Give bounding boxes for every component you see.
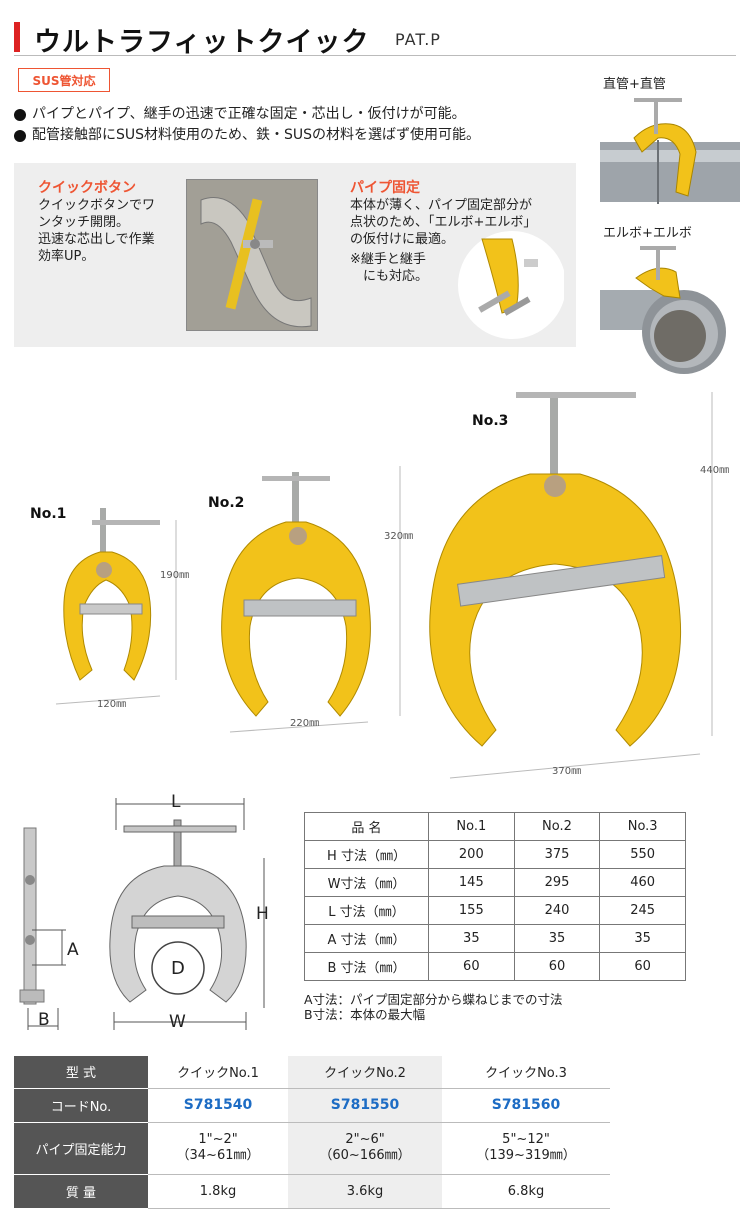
spec-header-row: 品 名 No.1 No.2 No.3 xyxy=(304,812,686,841)
dim-label-h: H xyxy=(256,904,269,924)
row-header: パイプ固定能力 xyxy=(14,1122,148,1175)
table-row: H 寸法（㎜） 200 375 550 xyxy=(304,840,686,869)
table-cell: 145 xyxy=(428,868,515,897)
table-cell: 550 xyxy=(599,840,686,869)
dim-label-b: B xyxy=(38,1010,50,1030)
weight-cell: 6.8kg xyxy=(442,1174,610,1209)
clamp-no2 xyxy=(221,472,371,717)
spec-header-cell: No.2 xyxy=(513,812,601,841)
table-row: W寸法（㎜） 145 295 460 xyxy=(304,868,686,897)
no2-width-dim: 220㎜ xyxy=(290,718,320,729)
elbow-photo xyxy=(600,242,740,380)
no1-width-dim: 120㎜ xyxy=(97,699,127,710)
pipe-fix-heading: パイプ固定 xyxy=(350,180,420,196)
title-accent-bar xyxy=(14,22,20,52)
code-cell: S781540 xyxy=(148,1088,289,1123)
row-label: H 寸法（㎜） xyxy=(304,840,429,869)
row-label: L 寸法（㎜） xyxy=(304,896,429,925)
straight-pipe-label: 直管+直管 xyxy=(603,77,666,92)
row-label: B 寸法（㎜） xyxy=(304,952,429,981)
model-no2-label: No.2 xyxy=(208,495,245,511)
quick-button-photo xyxy=(186,179,318,331)
table-cell: 60 xyxy=(428,952,515,981)
weight-row: 質 量 1.8kg 3.6kg 6.8kg xyxy=(14,1174,610,1209)
dim-label-d: D xyxy=(171,958,185,979)
model-no1-label: No.1 xyxy=(30,506,67,522)
no1-height-dim: 190㎜ xyxy=(160,570,190,581)
table-cell: 245 xyxy=(599,896,686,925)
straight-pipe-photo xyxy=(600,92,740,210)
no3-height-dim: 440㎜ xyxy=(700,465,730,476)
row-label: W寸法（㎜） xyxy=(304,868,429,897)
dimension-notes: A寸法：パイプ固定部分から蝶ねじまでの寸法 B寸法：本体の最大幅 xyxy=(304,992,563,1022)
clamp-no1 xyxy=(63,508,160,681)
bullet-dot-icon xyxy=(14,129,26,142)
capacity-cell: 2"~6"（60~166㎜） xyxy=(288,1122,443,1175)
table-row: B 寸法（㎜） 60 60 60 xyxy=(304,952,686,981)
weight-cell: 1.8kg xyxy=(148,1174,289,1209)
table-row: A 寸法（㎜） 35 35 35 xyxy=(304,924,686,953)
dimension-lines xyxy=(55,392,713,779)
table-cell: 460 xyxy=(599,868,686,897)
bullet-item: 配管接触部にSUS材料使用のため、鉄・SUSの材料を選ばず使用可能。 xyxy=(14,125,480,146)
feature-box: クイックボタン クイックボタンでワ ンタッチ開閉。 迅速な芯出しで作業 効率UP… xyxy=(14,163,576,347)
model-no3-label: No.3 xyxy=(472,413,509,429)
code-cell: S781550 xyxy=(288,1088,443,1123)
table-cell: 240 xyxy=(513,896,601,925)
dimension-diagram xyxy=(19,798,265,1030)
page-title: ウルトラフィットクイック xyxy=(34,27,370,58)
patent-label: PAT.P xyxy=(395,30,441,49)
spec-header-cell: No.1 xyxy=(428,812,515,841)
table-cell: 375 xyxy=(513,840,601,869)
pipe-fix-photo xyxy=(454,229,566,341)
front-view xyxy=(109,798,265,1030)
type-cell: クイックNo.3 xyxy=(442,1056,610,1089)
row-header: 型 式 xyxy=(14,1056,148,1089)
table-cell: 35 xyxy=(513,924,601,953)
table-row: L 寸法（㎜） 155 240 245 xyxy=(304,896,686,925)
no2-height-dim: 320㎜ xyxy=(384,531,414,542)
dim-label-l: L xyxy=(171,792,181,812)
table-cell: 35 xyxy=(599,924,686,953)
dim-label-w: W xyxy=(169,1012,186,1032)
no3-width-dim: 370㎜ xyxy=(552,766,582,777)
row-header: コードNo. xyxy=(14,1088,148,1123)
row-header: 質 量 xyxy=(14,1174,148,1209)
weight-cell: 3.6kg xyxy=(288,1174,443,1209)
capacity-cell: 1"~2"（34~61㎜） xyxy=(148,1122,289,1175)
side-view xyxy=(19,827,66,1030)
bullet-item: パイプとパイプ、継手の迅速で正確な固定・芯出し・仮付けが可能。 xyxy=(14,104,480,125)
row-label: A 寸法（㎜） xyxy=(304,924,429,953)
spec-header-cell: No.3 xyxy=(599,812,686,841)
table-cell: 60 xyxy=(513,952,601,981)
quick-button-heading: クイックボタン xyxy=(38,180,136,196)
table-cell: 35 xyxy=(428,924,515,953)
capacity-cell: 5"~12"（139~319㎜） xyxy=(442,1122,610,1175)
feature-bullets: パイプとパイプ、継手の迅速で正確な固定・芯出し・仮付けが可能。 配管接触部にSU… xyxy=(14,104,480,146)
table-cell: 295 xyxy=(513,868,601,897)
dim-label-a: A xyxy=(67,940,79,960)
code-row: コードNo. S781540 S781550 S781560 xyxy=(14,1088,610,1123)
table-cell: 200 xyxy=(428,840,515,869)
code-cell: S781560 xyxy=(442,1088,610,1123)
spec-table: 品 名 No.1 No.2 No.3 H 寸法（㎜） 200 375 550 W… xyxy=(304,812,686,981)
sus-badge: SUS管対応 xyxy=(18,68,110,92)
pipe-fix-note: ※継手と継手 にも対応。 xyxy=(350,252,429,284)
table-cell: 60 xyxy=(599,952,686,981)
capacity-row: パイプ固定能力 1"~2"（34~61㎜） 2"~6"（60~166㎜） 5"~… xyxy=(14,1122,610,1175)
type-cell: クイックNo.1 xyxy=(148,1056,289,1089)
bullet-dot-icon xyxy=(14,108,26,121)
type-cell: クイックNo.2 xyxy=(288,1056,443,1089)
model-table: 型 式 クイックNo.1 クイックNo.2 クイックNo.3 コードNo. S7… xyxy=(14,1056,610,1209)
pipe-fix-text: 本体が薄く、パイプ固定部分が 点状のため、「エルボ+エルボ」 の仮付けに最適。 xyxy=(350,198,537,247)
spec-header-cell: 品 名 xyxy=(304,812,429,841)
clamp-lineup-illustration xyxy=(55,392,713,779)
quick-button-text: クイックボタンでワ ンタッチ開閉。 迅速な芯出しで作業 効率UP。 xyxy=(38,198,156,264)
title-bar: ウルトラフィットクイック PAT.P xyxy=(14,20,736,58)
elbow-label: エルボ+エルボ xyxy=(603,226,692,241)
clamp-no3 xyxy=(429,392,682,747)
type-row: 型 式 クイックNo.1 クイックNo.2 クイックNo.3 xyxy=(14,1056,610,1089)
table-cell: 155 xyxy=(428,896,515,925)
